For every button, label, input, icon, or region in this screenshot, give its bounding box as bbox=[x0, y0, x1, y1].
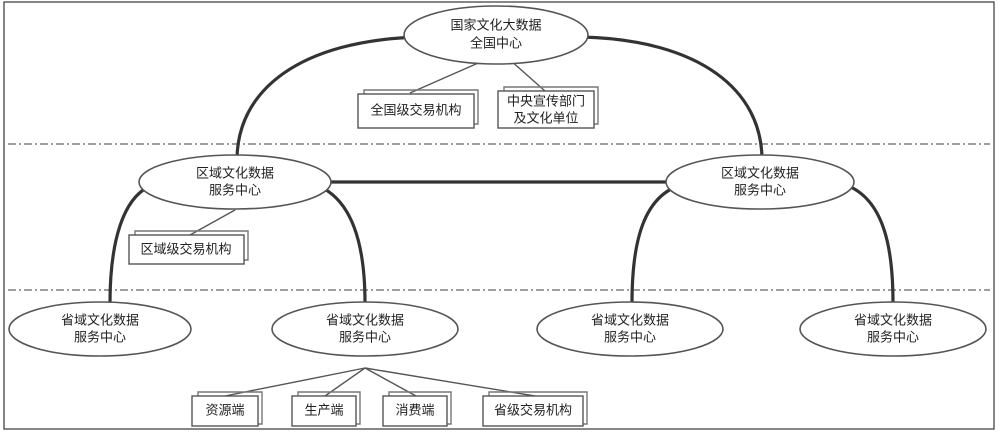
provincial-exchange-node: 省级交易机构 bbox=[482, 391, 588, 427]
link-national-to-exchange bbox=[409, 59, 486, 94]
regional-center-left-node: 区域文化数据 服务中心 bbox=[138, 154, 332, 210]
production-end-node: 生产端 bbox=[291, 391, 361, 427]
link-national-to-regional-left bbox=[235, 35, 421, 161]
node-label: 省域文化数据 bbox=[61, 314, 139, 329]
node-label: 省域文化数据 bbox=[854, 314, 932, 329]
node-label: 全国中心 bbox=[470, 36, 522, 52]
node-label: 省域文化数据 bbox=[326, 314, 404, 329]
national-exchange-node: 全国级交易机构 bbox=[357, 89, 479, 129]
diagram-frame bbox=[3, 1, 995, 430]
provincial-center-node-4: 省域文化数据 服务中心 bbox=[799, 301, 987, 357]
node-label: 生产端 bbox=[304, 404, 343, 419]
node-label: 中央宣传部门 bbox=[507, 94, 585, 110]
link-national-to-regional-right bbox=[581, 35, 764, 161]
node-label: 服务中心 bbox=[867, 330, 919, 346]
node-label: 服务中心 bbox=[604, 330, 656, 346]
regional-exchange-node: 区域级交易机构 bbox=[128, 230, 249, 265]
consumption-end-node: 消费端 bbox=[382, 391, 452, 427]
node-label: 服务中心 bbox=[74, 330, 126, 346]
node-label: 资源端 bbox=[205, 404, 244, 419]
node-label: 区域文化数据 bbox=[721, 167, 799, 182]
link-regional-left-to-provincial-2 bbox=[309, 181, 367, 304]
node-label: 省域文化数据 bbox=[591, 314, 669, 329]
link-regional-right-to-provincial-3 bbox=[630, 181, 691, 304]
node-label: 区域文化数据 bbox=[196, 167, 274, 182]
node-label: 区域级交易机构 bbox=[140, 242, 231, 258]
node-label: 消费端 bbox=[395, 404, 434, 419]
node-label: 省级交易机构 bbox=[494, 403, 572, 419]
central-units-node: 中央宣传部门 及文化单位 bbox=[497, 86, 599, 129]
regional-center-right-node: 区域文化数据 服务中心 bbox=[665, 154, 855, 210]
link-regional-right-to-provincial-4 bbox=[839, 181, 895, 304]
node-label: 服务中心 bbox=[209, 183, 261, 199]
node-label: 国家文化大数据 bbox=[450, 18, 541, 34]
provincial-center-node-1: 省域文化数据 服务中心 bbox=[8, 301, 192, 357]
node-label: 及文化单位 bbox=[513, 112, 578, 127]
link-national-to-central-units bbox=[509, 59, 546, 92]
node-label: 服务中心 bbox=[339, 330, 391, 346]
provincial-center-node-2: 省域文化数据 服务中心 bbox=[271, 301, 459, 357]
national-center-node: 国家文化大数据 全国中心 bbox=[403, 5, 589, 65]
resource-end-node: 资源端 bbox=[191, 391, 263, 427]
node-label: 全国级交易机构 bbox=[370, 103, 461, 119]
node-label: 服务中心 bbox=[734, 183, 786, 199]
provincial-center-node-3: 省域文化数据 服务中心 bbox=[536, 301, 724, 357]
